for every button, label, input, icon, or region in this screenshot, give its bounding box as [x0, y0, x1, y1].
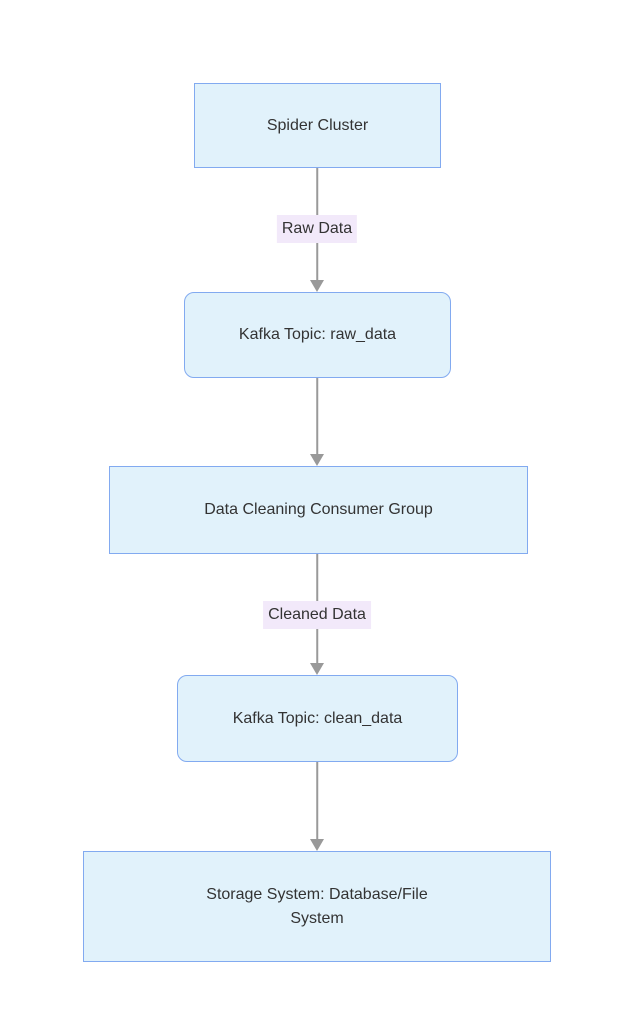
node-spider-cluster-label: Spider Cluster — [266, 116, 369, 134]
node-storage-system: Storage System: Database/File System — [83, 851, 551, 962]
arrowhead-icon — [310, 454, 324, 466]
node-kafka-topic-raw-data: Kafka Topic: raw_data — [184, 292, 451, 378]
arrowhead-icon — [310, 280, 324, 292]
edge-line-rawtopic-to-cleaning — [316, 378, 318, 455]
node-storage-system-label: Storage System: Database/File System — [206, 885, 428, 927]
node-data-cleaning-consumer-group: Data Cleaning Consumer Group — [109, 466, 528, 554]
arrowhead-icon — [310, 663, 324, 675]
edge-label-cleaned-data: Cleaned Data — [263, 601, 371, 630]
node-spider-cluster: Spider Cluster — [194, 83, 441, 168]
node-kafka-topic-raw-data-label: Kafka Topic: raw_data — [238, 326, 397, 343]
node-kafka-topic-clean-data-label: Kafka Topic: clean_data — [232, 709, 403, 727]
arrowhead-icon — [310, 839, 324, 851]
node-kafka-topic-clean-data: Kafka Topic: clean_data — [177, 675, 458, 762]
node-data-cleaning-consumer-group-label: Data Cleaning Consumer Group — [204, 501, 433, 518]
edge-label-raw-data: Raw Data — [276, 215, 358, 244]
edge-line-cleantopic-to-storage — [316, 762, 318, 840]
